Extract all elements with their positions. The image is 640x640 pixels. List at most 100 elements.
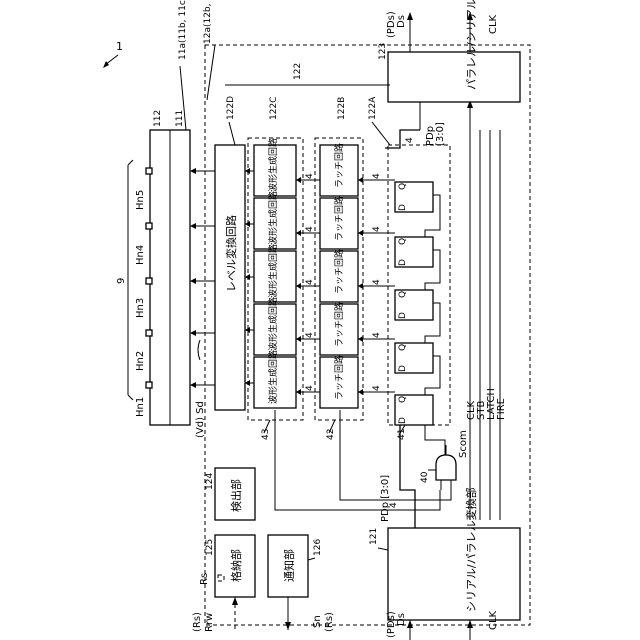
rs-label: Rs <box>199 573 210 585</box>
sr-to-latch-lines <box>358 177 395 395</box>
detector-label: 検出部 <box>229 479 243 512</box>
ref-122: 122 <box>293 63 303 80</box>
wf-to-ls-lines <box>245 168 254 386</box>
drive-lines <box>190 168 215 388</box>
waveform-label: 波形生成回路 <box>267 350 279 404</box>
and-gate <box>436 455 456 480</box>
dff-d-pin: D <box>398 312 408 319</box>
pdp-bottom-label: PDp [3:0] <box>380 475 391 522</box>
sn-rs-label: (Rs) <box>324 612 335 632</box>
rrw-label: Rrw <box>204 613 215 632</box>
bot-clk-arrowhead <box>467 620 473 628</box>
nozzle-label-hn3: Hn3 <box>135 298 146 318</box>
ref-111: 111 <box>175 110 185 127</box>
nozzle-hn4 <box>146 223 152 229</box>
rs-in-label: (Rs) <box>192 612 203 632</box>
dff-q-pin: Q <box>398 344 408 351</box>
latch-label: ラッチ回路 <box>333 355 345 400</box>
control-signal-lines <box>467 100 500 520</box>
bot-ds-arrowhead <box>407 620 413 628</box>
dff-chain: D Q D Q D Q D Q D Q <box>395 182 445 470</box>
bus-width-label: 4 <box>405 137 415 143</box>
dff-d-pin: D <box>398 204 408 211</box>
top-ds-arrowhead <box>407 12 413 20</box>
bus-width-label: 4 <box>305 226 315 232</box>
ref-124: 124 <box>205 473 215 490</box>
nozzle-hn2 <box>146 330 152 336</box>
dff-d-pin: D <box>398 259 408 266</box>
latch-label: ラッチ回路 <box>333 249 345 294</box>
ref-122D-leader <box>229 122 235 145</box>
latch-label: ラッチ回路 <box>333 143 345 188</box>
sn-label: Sn <box>312 615 323 628</box>
waveform-blocks: 波形生成回路 波形生成回路 波形生成回路 波形生成回路 波形生成回路 <box>254 138 296 408</box>
ref-126: 126 <box>313 539 323 556</box>
ref-121-leader <box>378 548 388 550</box>
bus-width-label: 4 <box>372 173 382 179</box>
bus-width-label: 4 <box>372 332 382 338</box>
ref-122D: 122D <box>226 96 236 120</box>
latch-label: ラッチ回路 <box>333 302 345 347</box>
nozzle-hn1 <box>146 382 152 388</box>
s2p-converter-block <box>388 528 520 620</box>
bot-ds-label: Ds <box>396 613 407 626</box>
bus-width-label: 4 <box>305 173 315 179</box>
fig-ref-label: 1 <box>116 40 123 53</box>
p2s-converter-label: パラレル/シリアル変換部 <box>464 0 478 90</box>
ref-125: 125 <box>205 539 215 556</box>
scom-label: Scom <box>458 430 469 458</box>
ref-12a: 12a(12b, 12c) <box>203 0 213 44</box>
bus-width-label: 4 <box>305 385 315 391</box>
waveform-label: 波形生成回路 <box>267 191 279 245</box>
top-ds-label: Ds <box>396 15 407 28</box>
dff-d-pin: D <box>398 417 408 424</box>
nozzle-label-hn1: Hn1 <box>135 397 146 417</box>
storage-label: 格納部 <box>229 549 243 582</box>
dff-q-pin: Q <box>398 183 408 190</box>
sig-fire-label: FIRE <box>496 398 507 420</box>
s2p-converter-label: シリアル/パラレル変換部 <box>464 487 478 612</box>
level-shift-label: レベル変換回路 <box>224 215 238 292</box>
dff-d-pin: D <box>398 365 408 372</box>
bus-width-label: 4 <box>372 226 382 232</box>
latch-to-wf-lines <box>296 177 320 395</box>
top-clk-label: CLK <box>488 14 499 34</box>
ref-12a-leader <box>207 45 215 100</box>
pdp-top-bits-label: [3:0] <box>435 122 446 146</box>
ref-43: 43 <box>261 429 271 440</box>
latch-label: ラッチ回路 <box>333 196 345 241</box>
dff-q-pin: Q <box>398 291 408 298</box>
ref-126-leader <box>308 558 315 560</box>
nozzle-hn5 <box>146 168 152 174</box>
vd-sd-leader <box>198 340 200 360</box>
waveform-label: 波形生成回路 <box>267 297 279 351</box>
nozzle-label-hn4: Hn4 <box>135 245 146 265</box>
waveform-label: 波形生成回路 <box>267 244 279 298</box>
ref-121: 121 <box>369 528 379 545</box>
ref-122B: 122B <box>337 97 347 120</box>
bus-width-label: 4 <box>305 332 315 338</box>
bracket-9-ends <box>128 160 133 400</box>
ref-122A-leader <box>372 122 390 145</box>
rrw-arrowhead <box>232 597 238 605</box>
waveform-label: 波形生成回路 <box>267 138 279 192</box>
bus-width-label: 4 <box>305 279 315 285</box>
bus-width-label: 4 <box>372 385 382 391</box>
bot-clk-label: CLK <box>488 610 499 630</box>
ref-11a: 11a(11b, 11c) <box>178 0 188 60</box>
nozzle-hn3 <box>146 278 152 284</box>
ref-40: 40 <box>420 471 430 483</box>
ref-123: 123 <box>378 43 388 60</box>
latch-blocks: ラッチ回路 ラッチ回路 ラッチ回路 ラッチ回路 ラッチ回路 <box>320 143 358 408</box>
ref-9: 9 <box>116 278 127 284</box>
ref-42: 42 <box>326 429 336 440</box>
nozzle-label-hn5: Hn5 <box>135 190 146 210</box>
dff-q-pin: Q <box>398 396 408 403</box>
p2s-converter-block <box>388 52 520 102</box>
ref-122A: 122A <box>368 96 378 120</box>
ref-112: 112 <box>153 110 163 127</box>
ref-122C: 122C <box>269 97 279 120</box>
nozzle-label-hn2: Hn2 <box>135 351 146 371</box>
bus-width-label: 4 <box>372 279 382 285</box>
